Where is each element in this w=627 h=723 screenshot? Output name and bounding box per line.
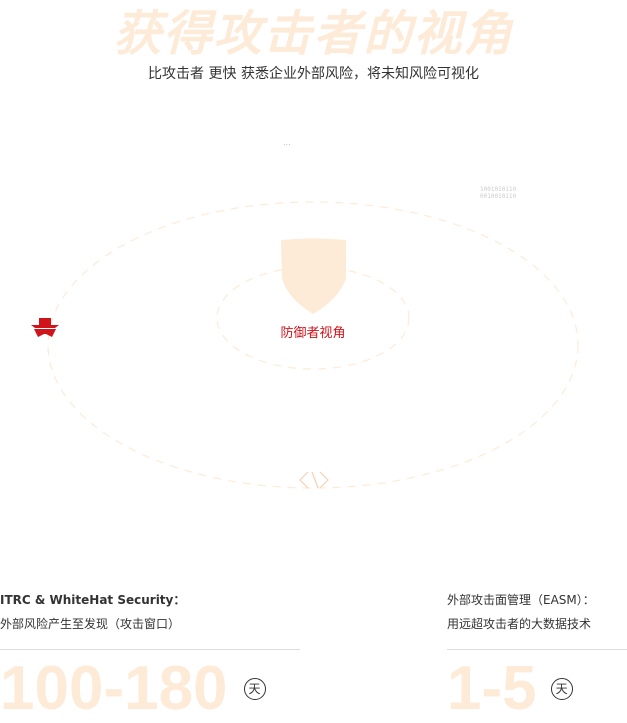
- stat-attack-window: ITRC & WhiteHat Security： 外部风险产生至发现（攻击窗口…: [0, 588, 300, 720]
- stat-title: ITRC & WhiteHat Security：: [0, 593, 186, 607]
- stat-value: 100-180: [0, 654, 228, 723]
- stat-title: 外部攻击面管理（EASM）：: [447, 593, 595, 607]
- stat-desc: 用远超攻击者的大数据技术: [447, 617, 592, 631]
- hero-subtitle: 比攻击者 更快 获悉企业外部风险，将未知风险可视化: [148, 66, 479, 82]
- divider: [0, 649, 300, 650]
- inner-orbit: [216, 266, 410, 370]
- unit-badge: 天: [243, 678, 266, 700]
- hacker-icon: [31, 318, 59, 337]
- hero-title: 获得攻击者的视角: [113, 6, 514, 62]
- defender-label: 防御者视角: [280, 326, 346, 341]
- ellipsis-icon: ...: [283, 138, 291, 147]
- outer-orbit: [47, 201, 579, 489]
- divider: [447, 649, 627, 650]
- stat-easm: 外部攻击面管理（EASM）： 用远超攻击者的大数据技术 1-5 天: [447, 588, 627, 720]
- code-icon: [299, 471, 329, 489]
- shield-icon: [281, 238, 346, 314]
- stat-desc: 外部风险产生至发现（攻击窗口）: [0, 617, 181, 631]
- stat-value: 1-5: [447, 654, 537, 723]
- perspective-diagram: [31, 201, 579, 489]
- unit-badge: 天: [550, 678, 573, 700]
